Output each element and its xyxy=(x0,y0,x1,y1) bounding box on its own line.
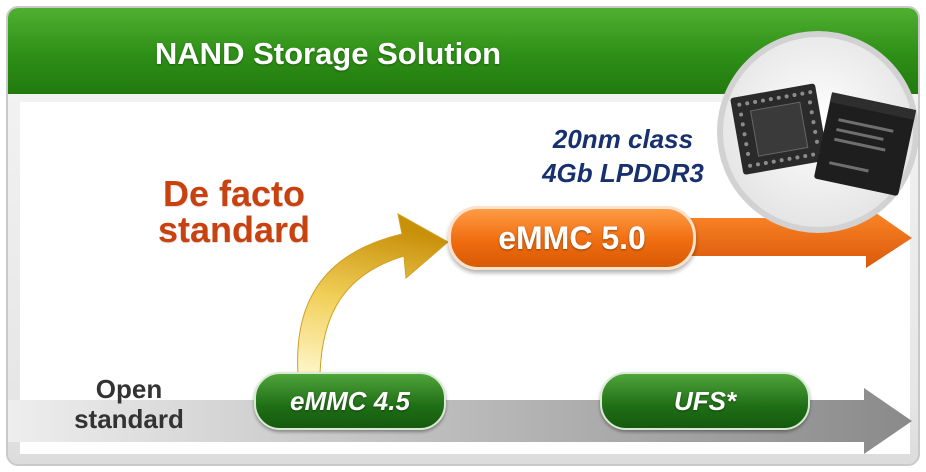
memory-chips-image xyxy=(717,31,918,233)
open-standard-label: Open standard xyxy=(48,374,210,434)
curved-up-arrow-icon xyxy=(297,213,449,375)
emmc50-pill: eMMC 5.0 xyxy=(448,206,696,270)
dram-note-line2: 4Gb LPDDR3 xyxy=(542,158,704,188)
open-line2: standard xyxy=(74,404,184,434)
emmc45-pill: eMMC 4.5 xyxy=(254,372,446,430)
diagram-title: NAND Storage Solution xyxy=(154,36,502,71)
defacto-line1: De facto xyxy=(162,173,306,214)
defacto-standard-label: De facto standard xyxy=(124,176,344,248)
ufs-pill: UFS* xyxy=(600,372,810,430)
diagram-panel: NAND Storage Solution xyxy=(6,6,920,466)
defacto-line2: standard xyxy=(157,209,311,250)
dram-note: 20nm class 4Gb LPDDR3 xyxy=(508,122,738,190)
dram-note-line1: 20nm class xyxy=(552,124,694,154)
open-line1: Open xyxy=(95,374,163,404)
